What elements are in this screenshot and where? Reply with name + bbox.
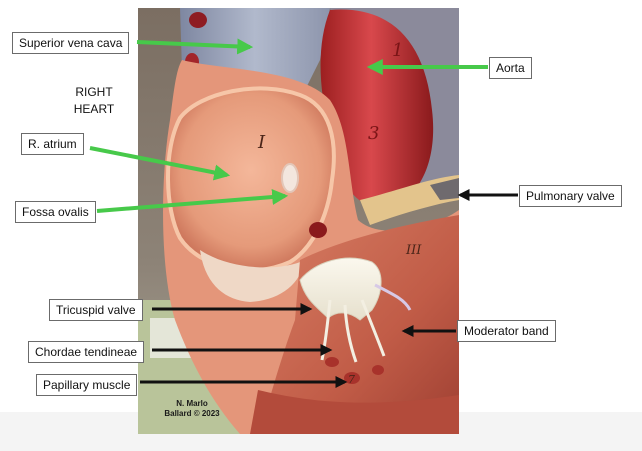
right-heart-note-line1: RIGHT [75,85,113,99]
pulmonary-valve-label: Pulmonary valve [519,185,622,207]
photo-credit-line1: N. Marlo [176,399,208,408]
r-atrium-label: R. atrium [21,133,84,155]
atrium-numeral: I [258,132,266,153]
right-heart-note: RIGHT HEART [70,84,118,118]
tricuspid-valve-label: Tricuspid valve [49,299,143,321]
superior-vena-cava-label: Superior vena cava [12,32,130,54]
photo-credit-line2: Ballard © 2023 [164,409,220,418]
papillary-muscle-label: Papillary muscle [36,374,138,396]
chordae-tendineae-label: Chordae tendineae [28,341,145,363]
fossa-ovalis-label: Fossa ovalis [15,201,96,223]
aorta-label: Aorta [489,57,532,79]
aorta-marking-one: 1 [392,40,404,61]
moderator-band-label: Moderator band [457,320,556,342]
ventricle-numeral: III [406,243,422,258]
right-heart-note-line2: HEART [73,102,115,116]
aorta-marking-three: 3 [368,123,380,144]
photo-credit: N. Marlo Ballard © 2023 [150,399,234,419]
ventricle-digit: 7 [348,373,355,386]
